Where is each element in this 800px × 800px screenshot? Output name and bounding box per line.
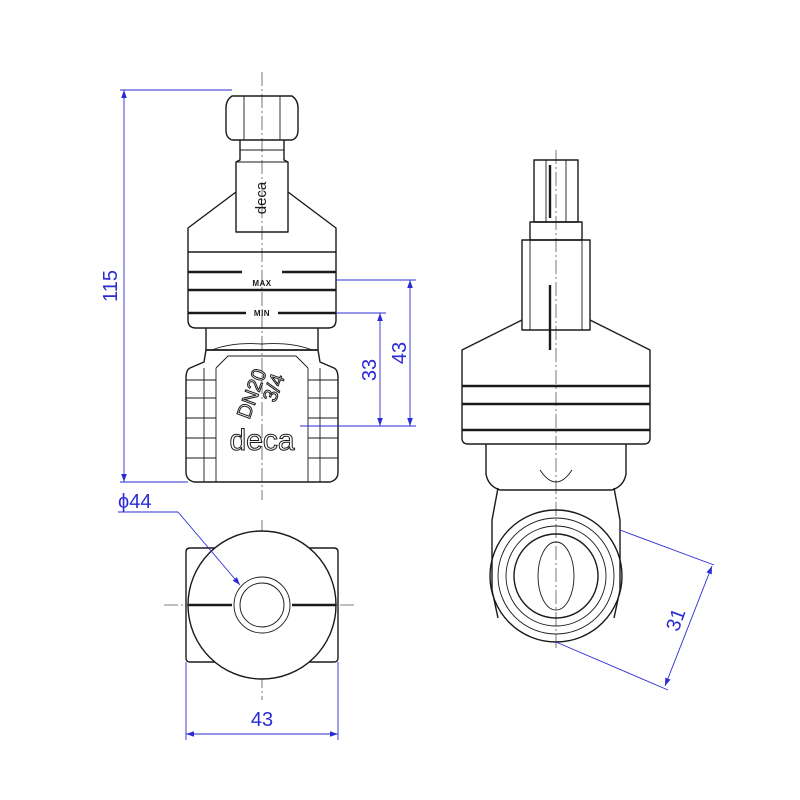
port-ring-inner <box>513 533 599 619</box>
body-brand-text: deca <box>229 424 294 457</box>
top-view: ϕ44 43 <box>118 491 354 740</box>
port-gate <box>537 541 575 611</box>
body-threads-left <box>186 368 217 482</box>
bonnet-body <box>187 252 337 329</box>
front-view: deca MAX MIN <box>185 72 339 500</box>
valve-body <box>185 349 339 483</box>
stem-ring-outer <box>233 576 291 634</box>
body-threads-right <box>307 368 338 482</box>
body-square <box>185 547 339 663</box>
dim-body-height: 43 <box>389 342 411 364</box>
dim-connection-height: 33 <box>359 359 381 381</box>
dim-total-height: 115 <box>100 270 122 302</box>
dim-body-width: 43 <box>251 709 273 731</box>
side-neck <box>521 239 591 331</box>
side-body-flanks <box>491 487 621 619</box>
dim-cap-diameter: ϕ44 <box>118 491 151 513</box>
front-dimensions: 115 43 33 <box>100 89 416 483</box>
handle-hex <box>225 95 299 141</box>
min-mark: MIN <box>254 309 270 318</box>
dim-side-offset: 31 <box>662 606 690 634</box>
bonnet-cone <box>187 191 337 253</box>
stem-ring-inner <box>239 582 285 628</box>
stem-neck <box>235 140 289 233</box>
neck-brand-text: deca <box>253 181 270 214</box>
side-body-upper <box>485 444 627 491</box>
side-bonnet <box>461 319 651 445</box>
max-mark: MAX <box>252 279 271 288</box>
side-view: 31 <box>461 150 715 691</box>
